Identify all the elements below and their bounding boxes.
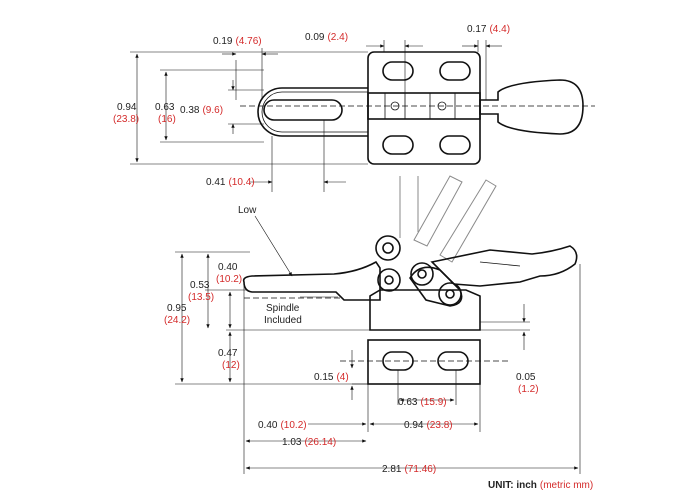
dim-0-15: 0.15(4) (314, 372, 349, 383)
svg-text:(10.2): (10.2) (216, 274, 242, 285)
dim-0-94-bottom: 0.94(23.8) (404, 420, 453, 431)
svg-text:(24.2): (24.2) (164, 315, 190, 326)
dim-0-63-top: 0.63 (16) (155, 102, 176, 125)
svg-text:0.53: 0.53 (190, 280, 210, 291)
svg-text:Spindle: Spindle (266, 303, 300, 314)
dim-0-47: 0.47 (12) (218, 348, 240, 371)
dim-0-41: 0.41(10.4) (206, 177, 255, 188)
dim-0-63-horizontal: 0.63(15.9) (398, 397, 447, 408)
svg-text:0.40: 0.40 (218, 262, 238, 273)
slotted-arm (257, 87, 368, 137)
base-bottom-view (367, 339, 481, 385)
pivot (377, 268, 401, 292)
svg-text:(13.5): (13.5) (188, 292, 214, 303)
open-position-handle (413, 175, 463, 247)
mounting-slot (382, 61, 414, 81)
base-side (369, 289, 481, 331)
dim-0-05: 0.05 (1.2) (516, 372, 539, 395)
handle-top (479, 79, 584, 135)
dim-1-03: 1.03(26.14) (282, 437, 336, 448)
dim-0-17: 0.17(4.4) (467, 24, 510, 35)
label-low: Low (238, 205, 257, 216)
clamp-arm-side (242, 260, 381, 301)
dim-0-09: 0.09(2.4) (305, 32, 348, 43)
dim-0-38: 0.38(9.6) (180, 105, 223, 116)
svg-text:0.95: 0.95 (167, 303, 187, 314)
dim-0-40-horizontal: 0.40(10.2) (258, 420, 307, 431)
mounting-slot (439, 135, 471, 155)
svg-text:(16): (16) (158, 114, 176, 125)
dim-2-81: 2.81(71.46) (382, 464, 436, 475)
label-spindle-included: Spindle Included (264, 303, 302, 326)
arm-slot (263, 99, 343, 121)
side-view: Low Spindle Included 0.40 (10.2) 0.53 (1… (164, 175, 581, 475)
svg-text:(1.2): (1.2) (518, 384, 539, 395)
top-view: 0.19(4.76) 0.09(2.4) 0.17(4.4) 0.94 (23.… (113, 24, 595, 192)
handle-side (430, 245, 578, 287)
mounting-slot (439, 61, 471, 81)
svg-text:0.63: 0.63 (155, 102, 175, 113)
dim-0-94-top: 0.94 (23.8) (113, 102, 139, 125)
svg-text:0.47: 0.47 (218, 348, 238, 359)
svg-text:(23.8): (23.8) (113, 114, 139, 125)
unit-note: UNIT: inch(metric mm) (488, 480, 593, 491)
svg-text:(12): (12) (222, 360, 240, 371)
dim-0-53: 0.53 (13.5) (188, 280, 214, 303)
svg-text:0.05: 0.05 (516, 372, 536, 383)
svg-text:Included: Included (264, 315, 302, 326)
dim-0-95: 0.95 (24.2) (164, 303, 190, 326)
mounting-slot (382, 135, 414, 155)
dim-0-19: 0.19(4.76) (213, 36, 262, 47)
pivot (375, 235, 401, 261)
svg-text:0.94: 0.94 (117, 102, 137, 113)
dim-0-40-vertical: 0.40 (10.2) (216, 262, 242, 285)
